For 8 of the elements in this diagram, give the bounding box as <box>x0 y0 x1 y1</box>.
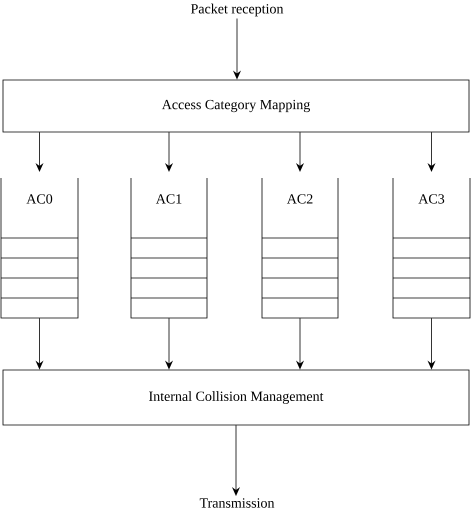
process-box: Internal Collision Management <box>2 370 470 426</box>
queue-drawing: AC0 <box>0 178 78 318</box>
queue-drawing: AC2 <box>262 178 338 318</box>
caption-text: Packet reception <box>190 4 284 16</box>
queue-drawing: AC1 <box>130 178 208 318</box>
caption-text: Transmission <box>200 498 274 508</box>
queue-drawing: AC3 <box>392 178 470 318</box>
process-box: Access Category Mapping <box>2 80 470 132</box>
